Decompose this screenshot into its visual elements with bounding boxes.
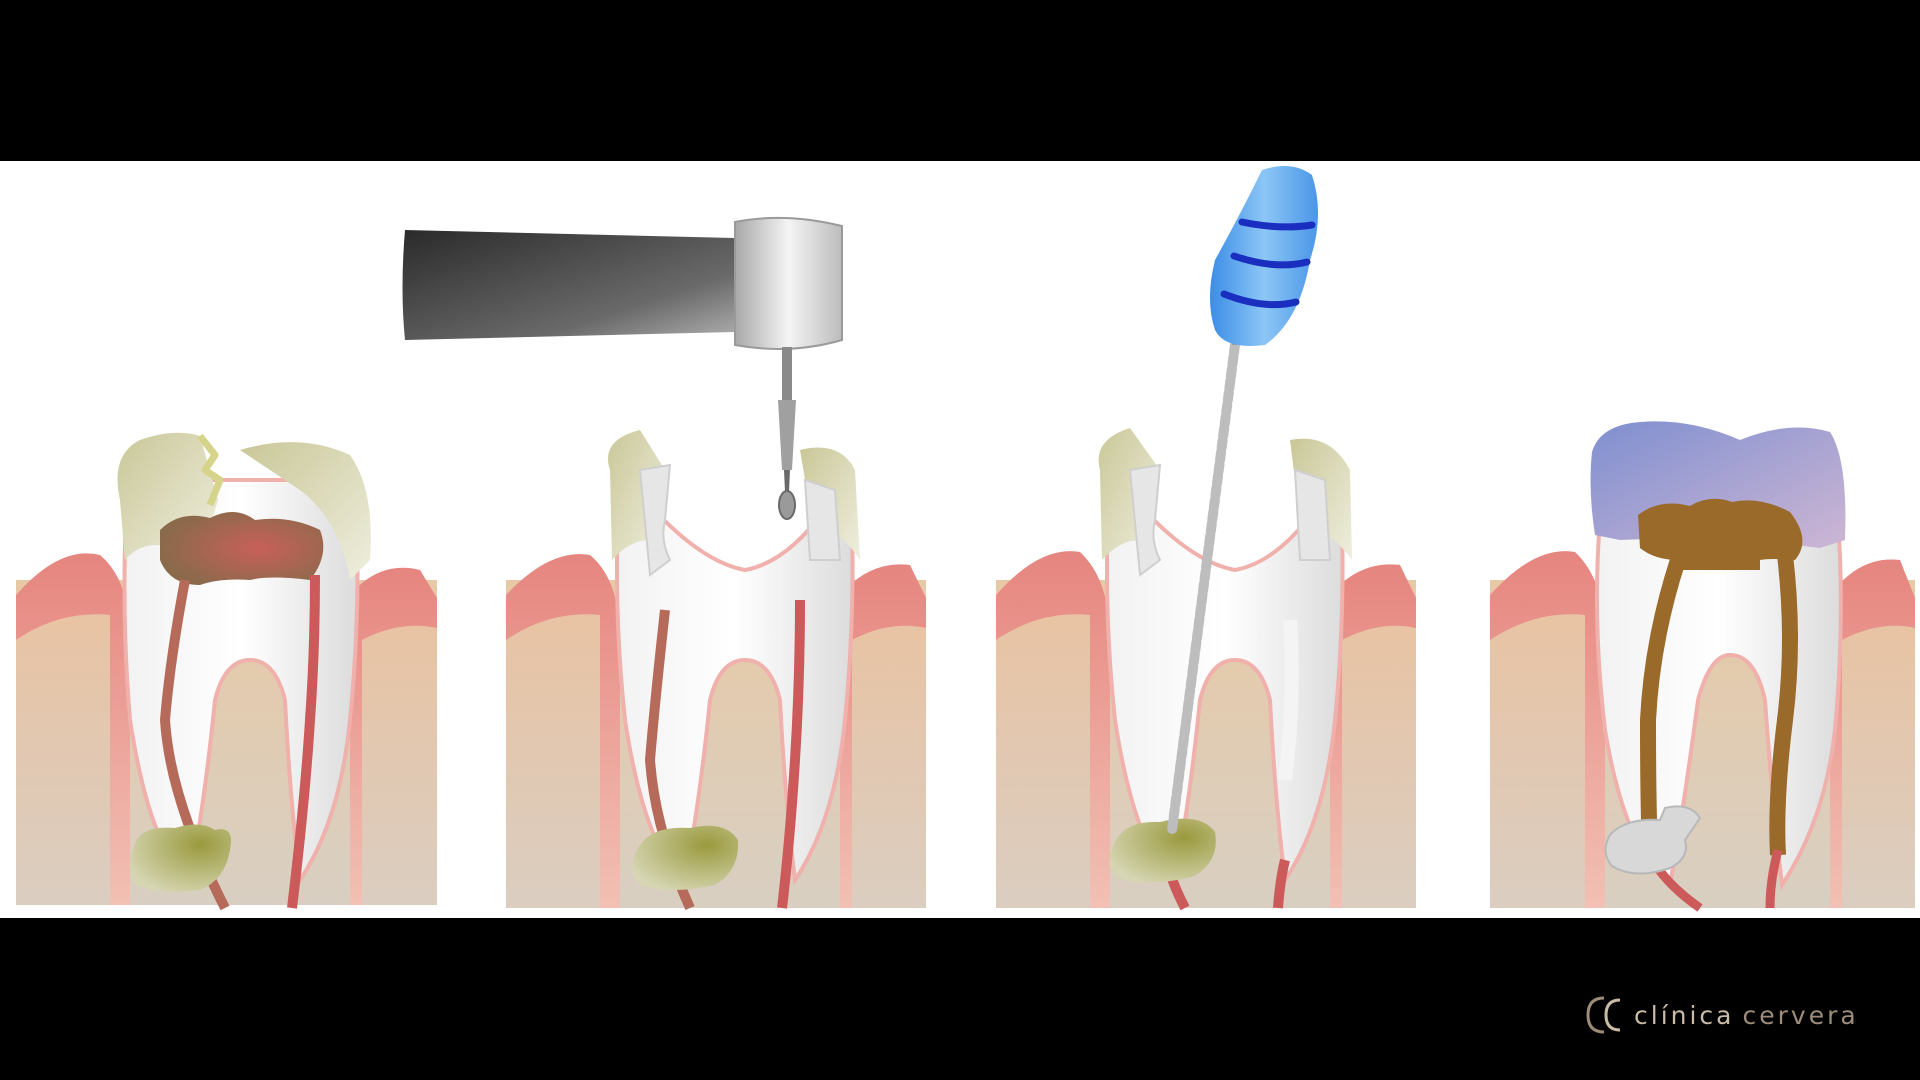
healed-lesion — [1604, 805, 1702, 875]
root-canal-right-4 — [1765, 848, 1783, 909]
cc-monogram-logo-icon — [1586, 996, 1621, 1034]
abscess-3 — [1109, 818, 1216, 883]
enamel-right-1 — [240, 442, 371, 580]
filled-canal-right — [1769, 554, 1798, 856]
filled-pulp-chamber — [1638, 498, 1803, 570]
clinic-brand-logo: clínica cervera — [1582, 990, 1859, 1040]
stage-1-decayed-tooth — [16, 432, 437, 911]
file-handle — [1210, 166, 1319, 346]
root-canal-right-2 — [777, 599, 805, 909]
drill-head — [734, 216, 843, 350]
root-canal-right-3 — [1273, 858, 1290, 909]
brand-word-clinica: clínica — [1634, 1000, 1735, 1030]
stage-3-canal-cleaning — [996, 166, 1416, 911]
enamel-left-3 — [1098, 428, 1160, 560]
drill-handle — [402, 230, 735, 340]
filled-canal-left — [1639, 557, 1686, 856]
infected-pulp-1 — [160, 511, 324, 585]
stage-4-filled-and-crowned — [1490, 421, 1915, 912]
endodontic-file-icon — [1167, 166, 1319, 835]
dental-drill-handpiece-icon — [402, 216, 843, 520]
root-canal-right-1 — [287, 574, 320, 909]
stage-2-drilling — [402, 216, 926, 911]
drill-bur — [778, 490, 796, 520]
file-ring-3 — [1220, 290, 1300, 309]
file-ring-1 — [1238, 218, 1316, 231]
file-ring-2 — [1230, 252, 1311, 269]
abscess-2 — [632, 825, 739, 890]
brand-word-cervera: cervera — [1742, 1000, 1859, 1030]
file-shaft — [1167, 340, 1240, 835]
abscess-1 — [130, 824, 231, 892]
crack-1 — [197, 433, 224, 507]
